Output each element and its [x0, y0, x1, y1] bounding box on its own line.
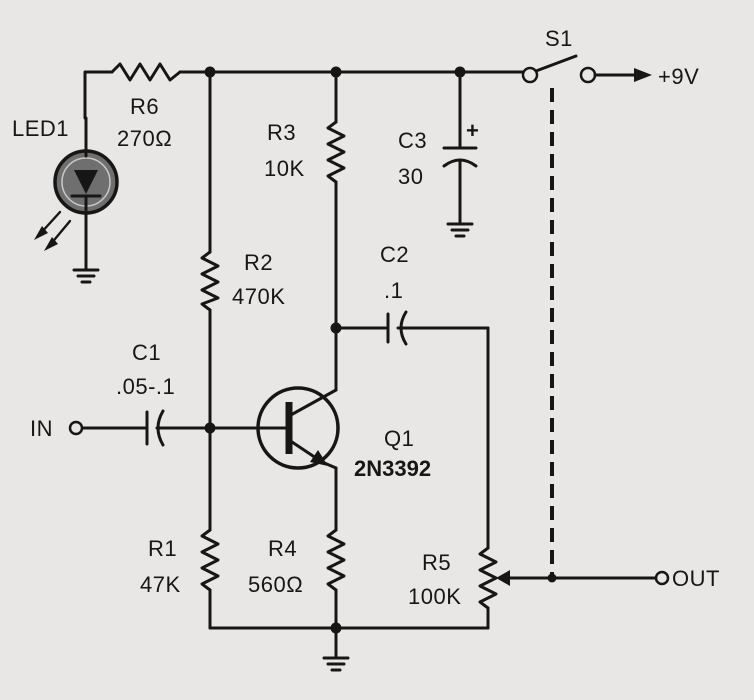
c1-value: .05-.1	[116, 374, 175, 399]
ground-main	[322, 656, 350, 672]
top-rail-wire	[83, 70, 526, 120]
resistor-r4	[326, 528, 346, 592]
output-terminal[interactable]	[654, 570, 670, 586]
r3-value: 10K	[264, 156, 305, 181]
r4-label: R4	[268, 536, 297, 561]
r6-value: 270Ω	[117, 126, 172, 151]
r1-label: R1	[148, 536, 177, 561]
input-label: IN	[30, 416, 53, 441]
output-label: OUT	[672, 566, 720, 591]
q1-part: 2N3392	[354, 456, 431, 481]
transistor-q1	[208, 386, 340, 470]
r5-label: R5	[422, 550, 451, 575]
resistor-r2	[200, 250, 220, 312]
c3-value: 30	[398, 164, 423, 189]
led1-symbol	[34, 116, 119, 270]
capacitor-c3	[442, 70, 478, 224]
capacitor-c2	[334, 310, 490, 550]
c2-label: C2	[380, 242, 409, 267]
potentiometer-r5	[478, 546, 658, 630]
r3-label: R3	[267, 120, 296, 145]
resistor-r3	[326, 120, 346, 184]
r2-label: R2	[244, 250, 273, 275]
junction-dots	[204, 66, 557, 634]
led1-label: LED1	[12, 116, 69, 141]
r6-label: R6	[130, 94, 159, 119]
c3-polarity: +	[466, 118, 479, 143]
supply-label: +9V	[658, 64, 699, 89]
s1-label: S1	[545, 26, 573, 51]
c1-label: C1	[132, 340, 161, 365]
r5-value: 100K	[408, 584, 461, 609]
c3-label: C3	[398, 128, 427, 153]
switch-s1	[521, 54, 597, 578]
capacitor-c1	[80, 409, 212, 447]
c2-value: .1	[384, 278, 403, 303]
r4-value: 560Ω	[248, 572, 303, 597]
r2-value: 470K	[232, 284, 285, 309]
ground-c3	[446, 222, 474, 238]
supply-arrow	[593, 68, 652, 82]
ground-led1	[72, 268, 100, 284]
resistor-r6	[110, 62, 182, 82]
input-terminal[interactable]	[68, 420, 84, 436]
resistor-r1	[200, 528, 220, 592]
q1-label: Q1	[384, 426, 414, 451]
r1-value: 47K	[140, 572, 181, 597]
